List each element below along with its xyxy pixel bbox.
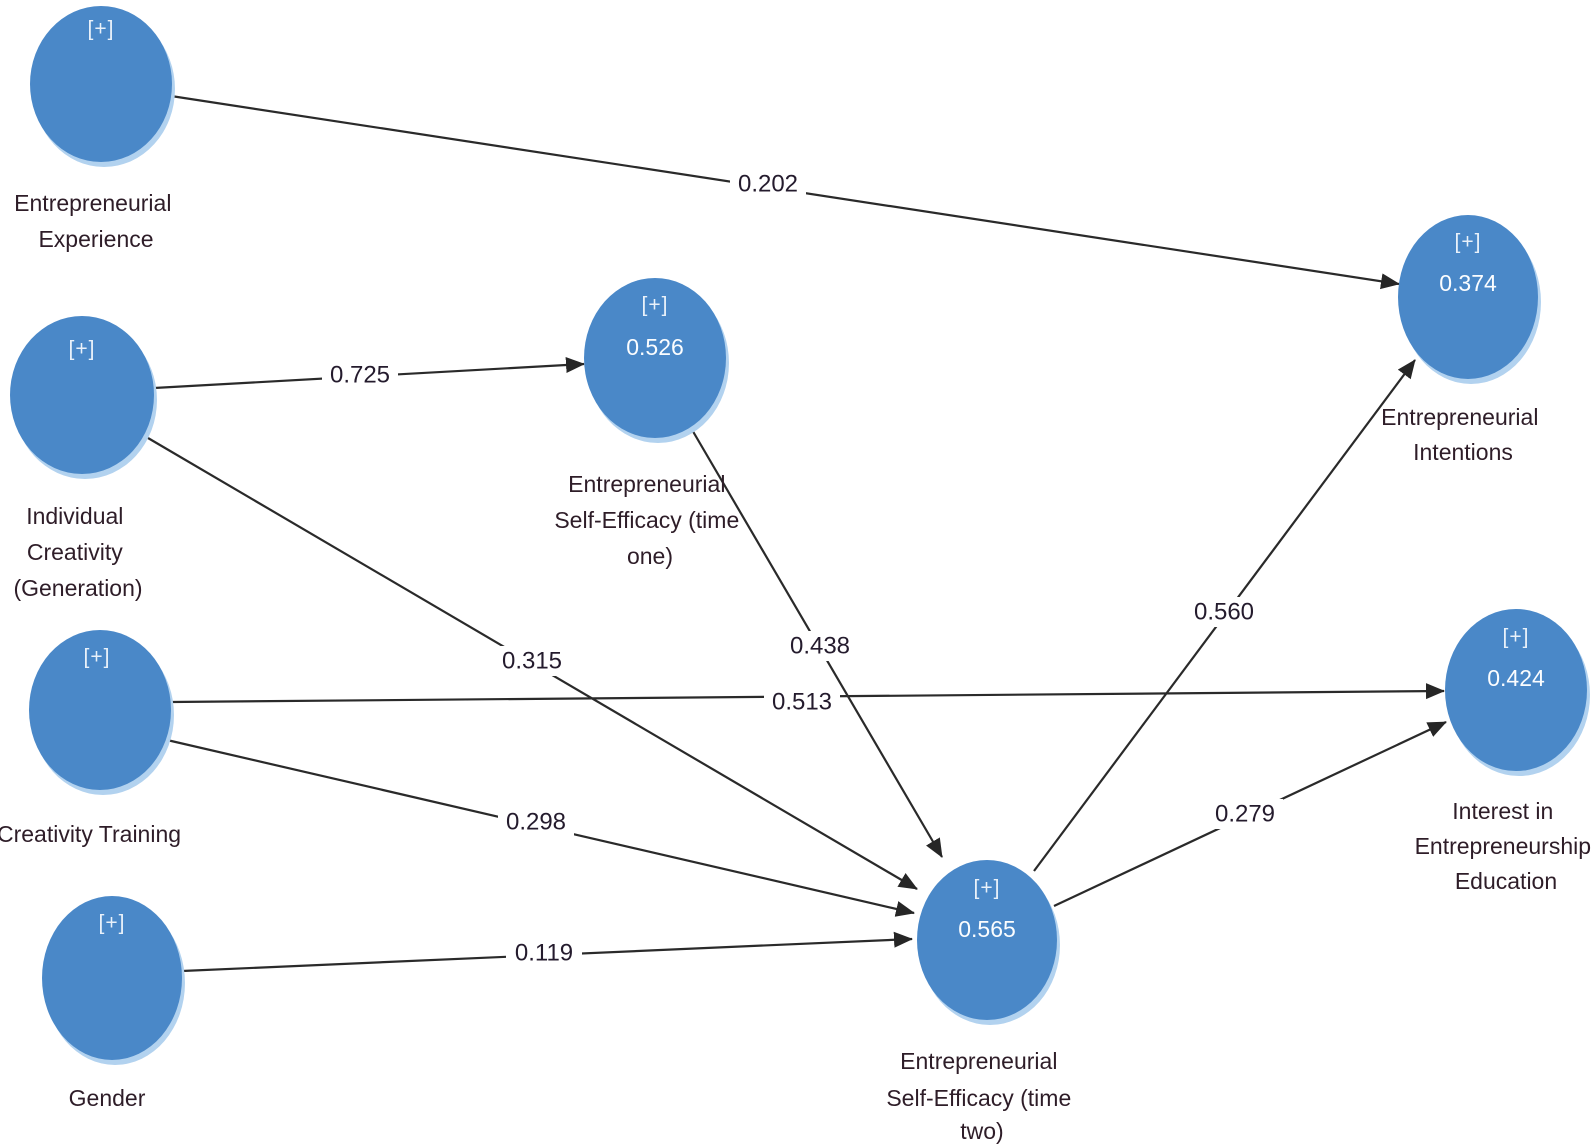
node-circle[interactable] [917,860,1057,1020]
expand-indicators-badge[interactable]: [+] [642,294,669,317]
label-mask [1207,799,1283,829]
node-label: Interest in Entrepreneurship Education [1415,798,1591,894]
label-mask [498,807,574,837]
node-label: Entrepreneurial Intentions [1381,404,1545,465]
path-coefficients-layer: 0.202 0.725 0.315 0.438 0.513 0.298 0.11… [322,169,1283,968]
path-coefficient-ese2-intentions[interactable]: 0.560 [1186,597,1262,627]
path-coefficient-creativity-ese2[interactable]: 0.315 [494,646,570,676]
path-coefficient-training-ese2[interactable]: 0.298 [498,807,574,837]
r-squared-value: 0.424 [1487,665,1545,691]
path-coefficient-experience-intentions[interactable]: 0.202 [730,169,806,199]
label-mask [1186,597,1262,627]
node-gender[interactable]: [+] Gender [42,896,185,1111]
node-individual-creativity-generation[interactable]: [+] Individual Creativity (Generation) [10,316,157,601]
path-coefficient-training-interest[interactable]: 0.513 [764,687,840,717]
expand-indicators-badge[interactable]: [+] [84,646,111,669]
node-ese-time-one[interactable]: [+] 0.526 Entrepreneurial Self-Efficacy … [554,278,745,569]
path-coefficient-value: 0.560 [1194,598,1254,625]
label-mask [506,938,582,968]
expand-indicators-badge[interactable]: [+] [99,912,126,935]
node-label: Entrepreneurial Experience [14,190,178,252]
expand-indicators-badge[interactable]: [+] [1503,626,1530,649]
node-creativity-training[interactable]: [+] Creativity Training [0,630,181,847]
node-interest-in-entrepreneurship-education[interactable]: [+] 0.424 Interest in Entrepreneurship E… [1415,609,1591,894]
node-circle[interactable] [29,630,171,790]
nodes-layer: [+] Entrepreneurial Experience [+] Indiv… [0,6,1591,1144]
label-mask [730,169,806,199]
node-circle[interactable] [584,278,726,438]
r-squared-value: 0.526 [626,334,684,360]
path-coefficient-value: 0.279 [1215,800,1275,827]
path-coefficient-value: 0.438 [790,632,850,659]
label-mask [322,360,398,390]
path-coefficient-value: 0.298 [506,808,566,835]
path-coefficient-value: 0.513 [772,688,832,715]
path-coefficient-value: 0.202 [738,170,798,197]
node-circle[interactable] [10,316,154,474]
path-coefficient-ese1-ese2[interactable]: 0.438 [782,631,858,661]
node-entrepreneurial-experience[interactable]: [+] Entrepreneurial Experience [14,6,178,252]
r-squared-value: 0.565 [958,916,1016,942]
node-label: Entrepreneurial Self-Efficacy (time two) [886,1048,1077,1144]
expand-indicators-badge[interactable]: [+] [974,877,1001,900]
path-coefficient-value: 0.119 [515,939,573,966]
expand-indicators-badge[interactable]: [+] [88,18,115,41]
path-coefficient-value: 0.725 [330,361,390,388]
node-circle[interactable] [30,6,172,162]
path-coefficient-ese2-interest[interactable]: 0.279 [1207,799,1283,829]
node-label: Creativity Training [0,821,181,847]
r-squared-value: 0.374 [1439,270,1497,296]
path-coefficient-value: 0.315 [502,647,562,674]
node-ese-time-two[interactable]: [+] 0.565 Entrepreneurial Self-Efficacy … [886,860,1077,1144]
expand-indicators-badge[interactable]: [+] [69,338,96,361]
node-label: Individual Creativity (Generation) [13,503,142,601]
path-coefficient-creativity-ese1[interactable]: 0.725 [322,360,398,390]
node-label: Gender [69,1085,146,1111]
node-circle[interactable] [42,896,182,1060]
node-entrepreneurial-intentions[interactable]: [+] 0.374 Entrepreneurial Intentions [1381,215,1545,465]
paths-layer [147,94,1447,973]
label-mask [764,687,840,717]
label-mask [782,631,858,661]
node-label: Entrepreneurial Self-Efficacy (time one) [554,471,745,569]
node-circle[interactable] [1445,609,1587,771]
node-circle[interactable] [1398,215,1538,379]
label-mask [494,646,570,676]
expand-indicators-badge[interactable]: [+] [1455,231,1482,254]
path-coefficient-gender-ese2[interactable]: 0.119 [506,938,582,968]
